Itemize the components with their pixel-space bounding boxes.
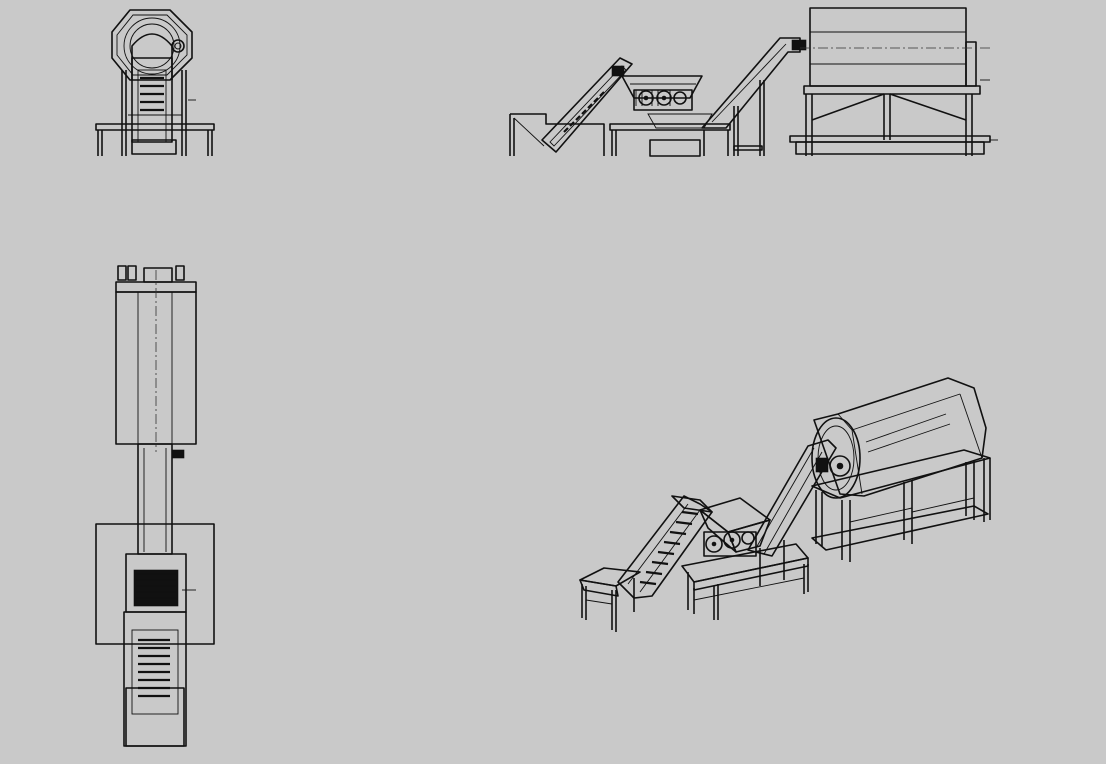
side-feed-conveyor-slats bbox=[563, 91, 605, 133]
top-view bbox=[95, 265, 215, 747]
top-crusher-teeth bbox=[133, 569, 179, 607]
iso-feed-conveyor-slats bbox=[639, 510, 699, 586]
side-view bbox=[509, 7, 998, 157]
front-conveyor-slats bbox=[140, 76, 164, 112]
isometric-view bbox=[579, 377, 991, 632]
front-view bbox=[95, 9, 215, 156]
top-feed-conveyor-slats bbox=[138, 638, 170, 698]
